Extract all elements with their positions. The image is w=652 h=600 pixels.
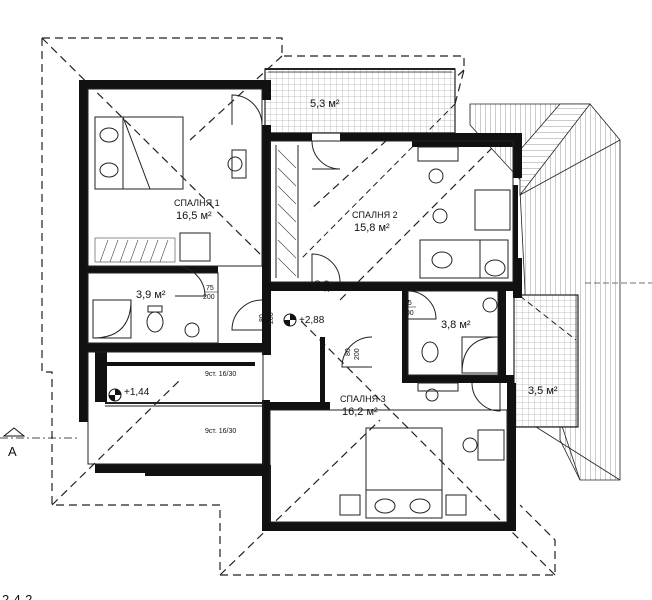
- room-area-bath-right: 3,8 м²: [441, 319, 471, 331]
- door-bedroom3-width: 80: [345, 348, 352, 356]
- room-area-bath-left: 3,9 м²: [136, 289, 166, 301]
- bed-bedroom3: [339, 427, 467, 519]
- door-bath-right-width: 75: [404, 300, 412, 307]
- bed-bedroom2: [419, 189, 511, 279]
- furniture-misc: [179, 146, 505, 461]
- room-area-bedroom2: 15,8 м²: [354, 222, 390, 234]
- section-marker-label: А: [8, 444, 17, 459]
- door-closet-height: 200: [268, 312, 275, 324]
- room-name-bedroom1: СПАЛНЯ 1: [174, 198, 220, 208]
- balcony-top: [264, 68, 456, 134]
- stairs-label-lower: 9ст. 16/30: [205, 428, 236, 435]
- room-area-bedroom1: 16,5 м²: [176, 210, 212, 222]
- level-marker-landing: [108, 388, 122, 402]
- wardrobe-bedroom1: [94, 237, 176, 263]
- bath-fixtures: [92, 297, 499, 374]
- wardrobe-bedroom2: [277, 149, 297, 277]
- room-name-bedroom3: СПАЛНЯ 3: [340, 394, 386, 404]
- level-landing: +1,44: [124, 387, 150, 398]
- room-area-balcony-right: 3,5 м²: [528, 385, 558, 397]
- level-hall: +2,88: [299, 315, 325, 326]
- section-marker: [0, 427, 80, 439]
- walls: [79, 80, 522, 531]
- door-bedroom2-height: 200: [324, 280, 331, 292]
- level-marker-hall: [283, 313, 297, 327]
- doors: [174, 94, 501, 412]
- ridge-lines: [299, 103, 577, 341]
- thin-walls: [87, 88, 514, 523]
- door-bedroom2-width: 80: [315, 280, 322, 288]
- door-bath-left-width: 75: [206, 285, 214, 292]
- balcony-right: [513, 294, 579, 428]
- door-closet-width: 80: [259, 314, 266, 322]
- door-bath-right-height: 200: [402, 310, 414, 317]
- bed-bedroom1: [94, 116, 184, 190]
- room-area-bedroom3: 16,2 м²: [342, 406, 378, 418]
- footer-fragment: 2-4-2: [2, 592, 32, 600]
- stairs-label-upper: 9ст. 16/30: [205, 371, 236, 378]
- door-bedroom3-height: 200: [354, 348, 361, 360]
- room-name-bedroom2: СПАЛНЯ 2: [352, 210, 398, 220]
- door-bath-left-height: 200: [203, 294, 215, 301]
- room-area-balcony-top: 5,3 м²: [310, 98, 340, 110]
